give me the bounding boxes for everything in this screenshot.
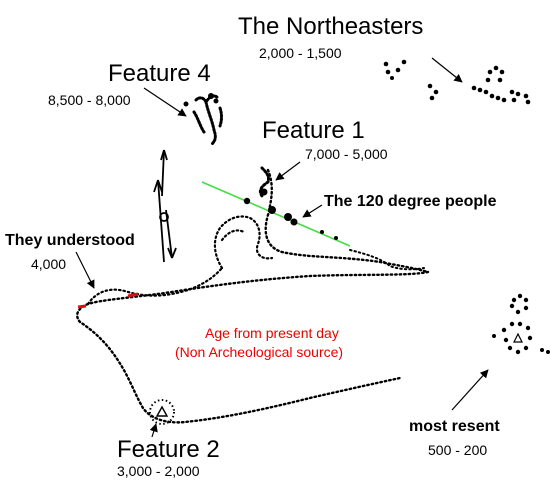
feature1-ridge: [258, 166, 270, 198]
main-outline: [76, 168, 430, 424]
recent-age: 500 - 200: [428, 442, 488, 458]
feature4-age: 8,500 - 8,000: [48, 92, 131, 108]
recent-cluster: [492, 293, 550, 355]
northeasters-title: The Northeasters: [238, 13, 424, 40]
spear-glyphs: [153, 149, 177, 263]
triangle-icon: [513, 332, 523, 343]
triangle-icon: [155, 405, 169, 417]
understood-age: 4,000: [31, 256, 67, 272]
understood-title: They understood: [5, 232, 135, 249]
feature2-ring: [149, 399, 175, 425]
feature1-structure: [213, 215, 274, 270]
recent-title: most resent: [409, 418, 500, 435]
red-mark-west: [77, 304, 87, 309]
feature4-cluster: [192, 94, 223, 146]
age-note-line2: (Non Archeological source): [175, 344, 344, 360]
red-mark-east: [127, 292, 139, 298]
west-lobe-outline: [86, 266, 224, 306]
alignment-line: [201, 181, 351, 247]
feature1-age: 7,000 - 5,000: [305, 146, 388, 162]
feature4-title: Feature 4: [108, 60, 211, 87]
east-spur: [349, 249, 425, 271]
northeasters-age: 2,000 - 1,500: [259, 45, 342, 61]
people-120-label: The 120 degree people: [324, 193, 497, 210]
northeasters-cluster: [383, 59, 531, 105]
feature1-title: Feature 1: [262, 117, 365, 144]
feature2-title: Feature 2: [117, 436, 220, 463]
feature2-age: 3,000 - 2,000: [117, 463, 200, 479]
pointer-arrows: [75, 57, 489, 438]
age-note-line1: Age from present day: [205, 325, 339, 341]
alignment-dots: [243, 188, 338, 240]
